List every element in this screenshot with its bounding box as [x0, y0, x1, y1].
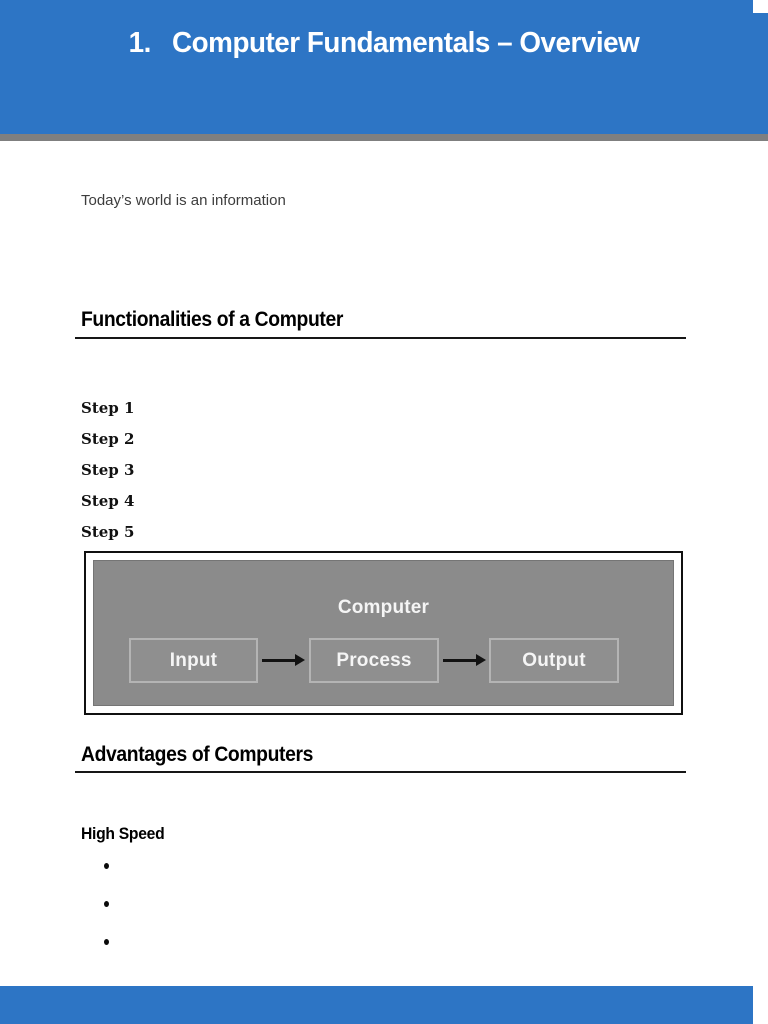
- bullet-icon: [104, 863, 109, 869]
- arrow-head: [295, 654, 305, 666]
- page-corner-notch: [753, 0, 768, 13]
- step-label: Step 1: [81, 399, 135, 417]
- banner-shadow-strip: [0, 134, 768, 141]
- computer-diagram: Computer Input Process Output: [84, 551, 683, 715]
- page-header-banner: 1. Computer Fundamentals – Overview: [0, 0, 768, 134]
- page-title: 1. Computer Fundamentals – Overview: [15, 27, 752, 60]
- section-heading-advantages: Advantages of Computers: [81, 743, 314, 766]
- step-label: Step 5: [81, 523, 135, 541]
- bullet-icon: [104, 939, 109, 945]
- heading-rule: [75, 337, 686, 339]
- diagram-node-process: Process: [309, 638, 439, 683]
- arrow-right-icon: [262, 652, 306, 668]
- arrow-right-icon: [443, 652, 487, 668]
- heading-rule: [75, 771, 686, 773]
- step-label: Step 3: [81, 461, 135, 479]
- diagram-canvas: Computer Input Process Output: [93, 560, 674, 706]
- arrow-shaft: [262, 658, 295, 662]
- arrow-shaft: [443, 658, 476, 662]
- arrow-head: [476, 654, 486, 666]
- intro-paragraph: Today’s world is an information: [81, 192, 286, 209]
- diagram-node-input: Input: [129, 638, 258, 683]
- chapter-title: Computer Fundamentals – Overview: [172, 27, 640, 59]
- next-page-banner: [0, 986, 753, 1024]
- step-label: Step 2: [81, 430, 135, 448]
- section-heading-functionalities: Functionalities of a Computer: [81, 308, 343, 331]
- step-label: Step 4: [81, 492, 135, 510]
- diagram-title: Computer: [337, 597, 430, 618]
- diagram-node-output: Output: [489, 638, 619, 683]
- bullet-icon: [104, 901, 109, 907]
- chapter-number: 1.: [128, 27, 152, 59]
- subheading-high-speed: High Speed: [81, 825, 165, 843]
